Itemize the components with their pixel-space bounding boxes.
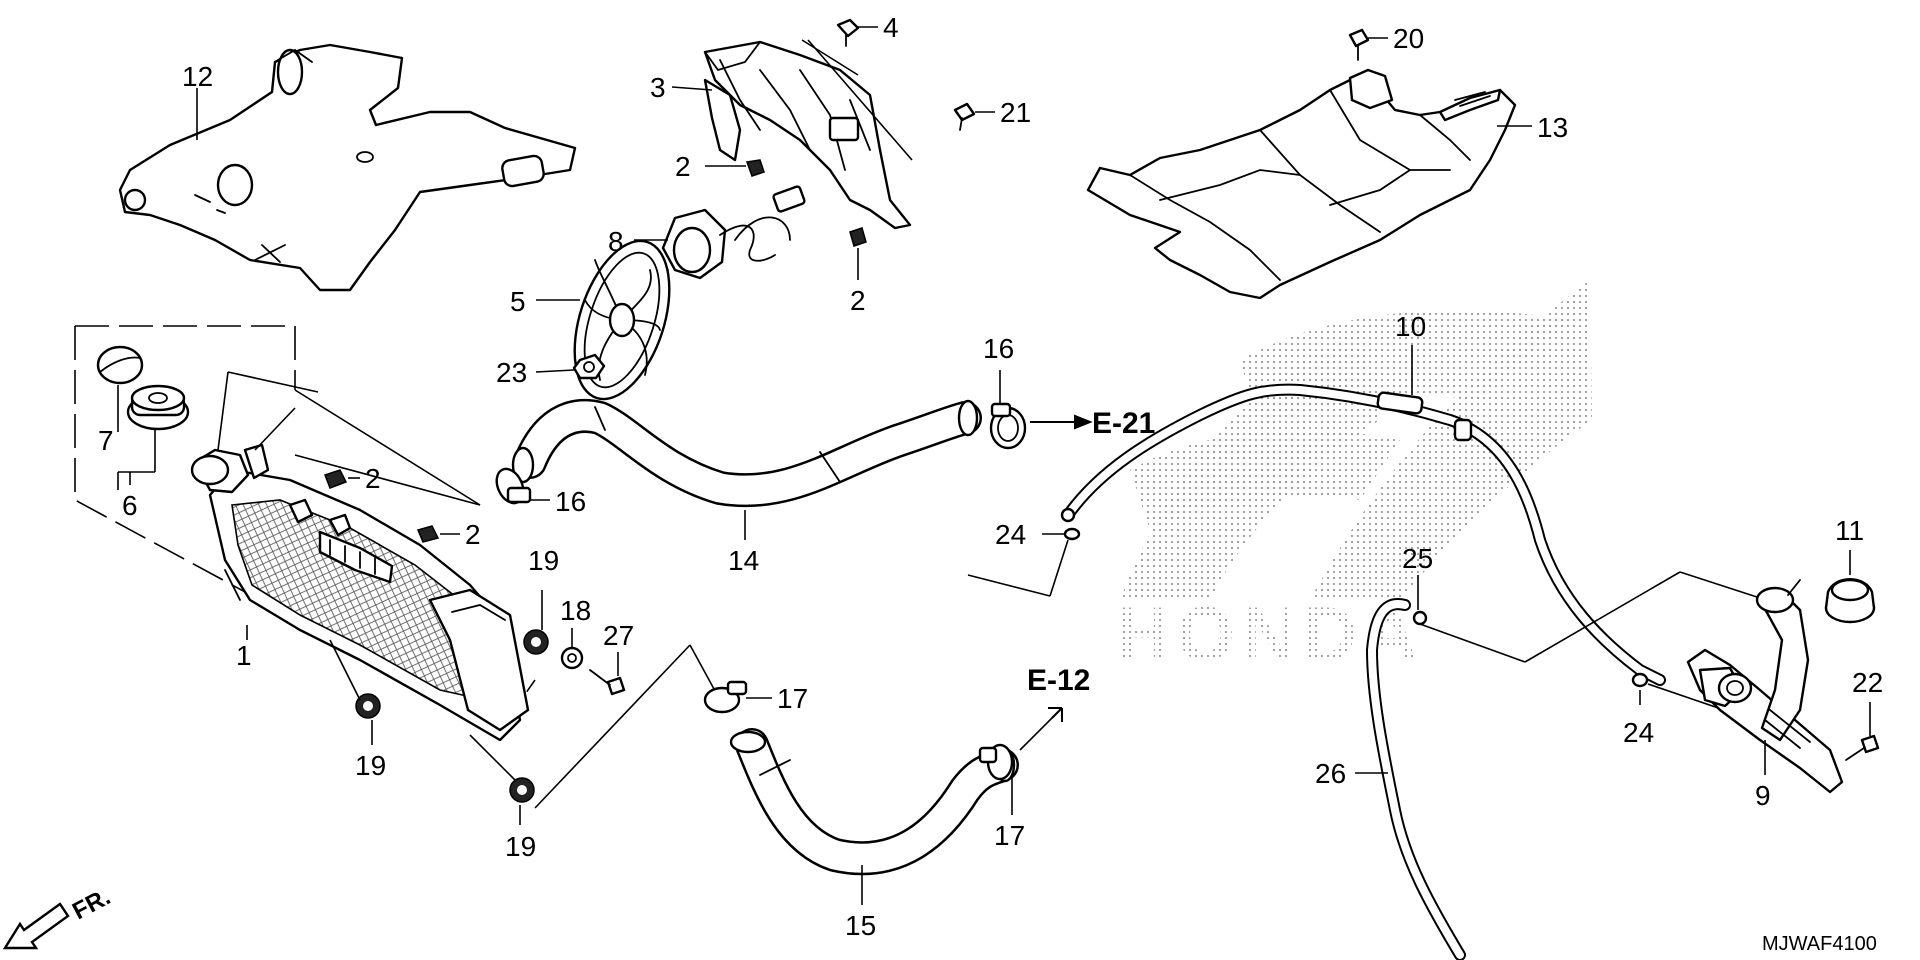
diagram-code: MJWAF4100 xyxy=(1762,933,1877,955)
callout-26: 26 xyxy=(1315,758,1346,789)
callout-23: 23 xyxy=(496,357,527,388)
collar-18 xyxy=(560,646,584,670)
clamp-16-left xyxy=(495,467,532,505)
clip-2-radiator-lower xyxy=(416,525,440,543)
callout-4: 4 xyxy=(883,12,899,43)
clip-24-left xyxy=(1063,527,1081,541)
grommet-19-lower-left xyxy=(355,693,381,719)
callout-6: 6 xyxy=(122,490,138,521)
part-10-overflow-tube xyxy=(1060,383,1666,686)
callout-21: 21 xyxy=(1000,97,1031,128)
callout-14: 14 xyxy=(728,545,759,576)
grommet-19-upper xyxy=(523,629,549,655)
part-8-fan-motor xyxy=(657,185,806,283)
callout-20: 20 xyxy=(1393,23,1424,54)
part-1-radiator xyxy=(190,443,530,742)
ref-e21: E-21 xyxy=(1092,407,1155,440)
part-7-cap-seal xyxy=(96,345,144,385)
clip-2-radiator-upper xyxy=(324,469,348,489)
callout-27: 27 xyxy=(603,620,634,651)
clip-24-right xyxy=(1631,672,1649,688)
callout-15: 15 xyxy=(845,910,876,941)
callout-24-right: 24 xyxy=(1623,717,1654,748)
bolt-27 xyxy=(589,669,626,696)
bolt-4 xyxy=(836,18,860,47)
bolt-20 xyxy=(1348,28,1370,61)
callout-2-shroud: 2 xyxy=(675,151,691,182)
callout-17-lower: 17 xyxy=(994,820,1025,851)
callout-18: 18 xyxy=(560,595,591,626)
callout-8: 8 xyxy=(608,226,624,257)
callout-25: 25 xyxy=(1402,543,1433,574)
grommet-19-lower-right xyxy=(509,777,535,803)
ref-e12: E-12 xyxy=(1027,664,1090,697)
callout-2-fan: 2 xyxy=(850,285,866,316)
front-direction-arrow: FR. xyxy=(2,883,115,950)
part-11-reserve-tank-cap xyxy=(1824,578,1876,624)
callout-2-radiator-lower: 2 xyxy=(465,519,481,550)
clamp-16-right xyxy=(989,402,1027,450)
callout-22: 22 xyxy=(1852,667,1883,698)
arrow-to-e12 xyxy=(1048,707,1063,722)
callout-16-right: 16 xyxy=(983,333,1014,364)
part-3-fan-shroud xyxy=(703,40,912,230)
callout-12: 12 xyxy=(182,61,213,92)
callout-10: 10 xyxy=(1395,311,1426,342)
part-14-upper-hose xyxy=(511,398,982,508)
part-12-air-guide xyxy=(118,43,577,292)
callout-19-lower-left: 19 xyxy=(355,750,386,781)
part-26-drain-tube xyxy=(1366,598,1466,960)
clip-2-right xyxy=(849,227,867,247)
front-label: FR. xyxy=(68,883,115,925)
honda-wing-watermark: HONDA xyxy=(1115,280,1592,677)
clamp-17-lower xyxy=(978,743,1014,781)
part-13-under-cover xyxy=(1086,68,1517,300)
clip-2-upper xyxy=(745,159,765,177)
clamp-17-upper xyxy=(703,680,748,714)
callout-19-lower-right: 19 xyxy=(505,831,536,862)
callout-3: 3 xyxy=(650,72,666,103)
part-9-reserve-tank xyxy=(1686,579,1844,794)
callout-19-upper: 19 xyxy=(528,545,559,576)
bolt-22 xyxy=(1845,734,1880,761)
callout-2-radiator-upper: 2 xyxy=(365,463,381,494)
callout-7: 7 xyxy=(98,425,114,456)
bolt-21 xyxy=(953,102,976,131)
nut-23 xyxy=(572,353,606,380)
part-6-radiator-cap xyxy=(126,384,190,431)
callout-9: 9 xyxy=(1755,780,1771,811)
part-15-lower-hose xyxy=(729,728,1019,876)
callout-17-upper: 17 xyxy=(777,683,808,714)
callout-24-left: 24 xyxy=(995,519,1026,550)
callout-11: 11 xyxy=(1835,515,1864,546)
callout-13: 13 xyxy=(1537,112,1568,143)
callout-1: 1 xyxy=(236,640,252,671)
callout-16-left: 16 xyxy=(555,486,586,517)
arrow-to-e21 xyxy=(1030,414,1093,430)
callout-5: 5 xyxy=(510,286,526,317)
clip-25 xyxy=(1412,610,1428,626)
